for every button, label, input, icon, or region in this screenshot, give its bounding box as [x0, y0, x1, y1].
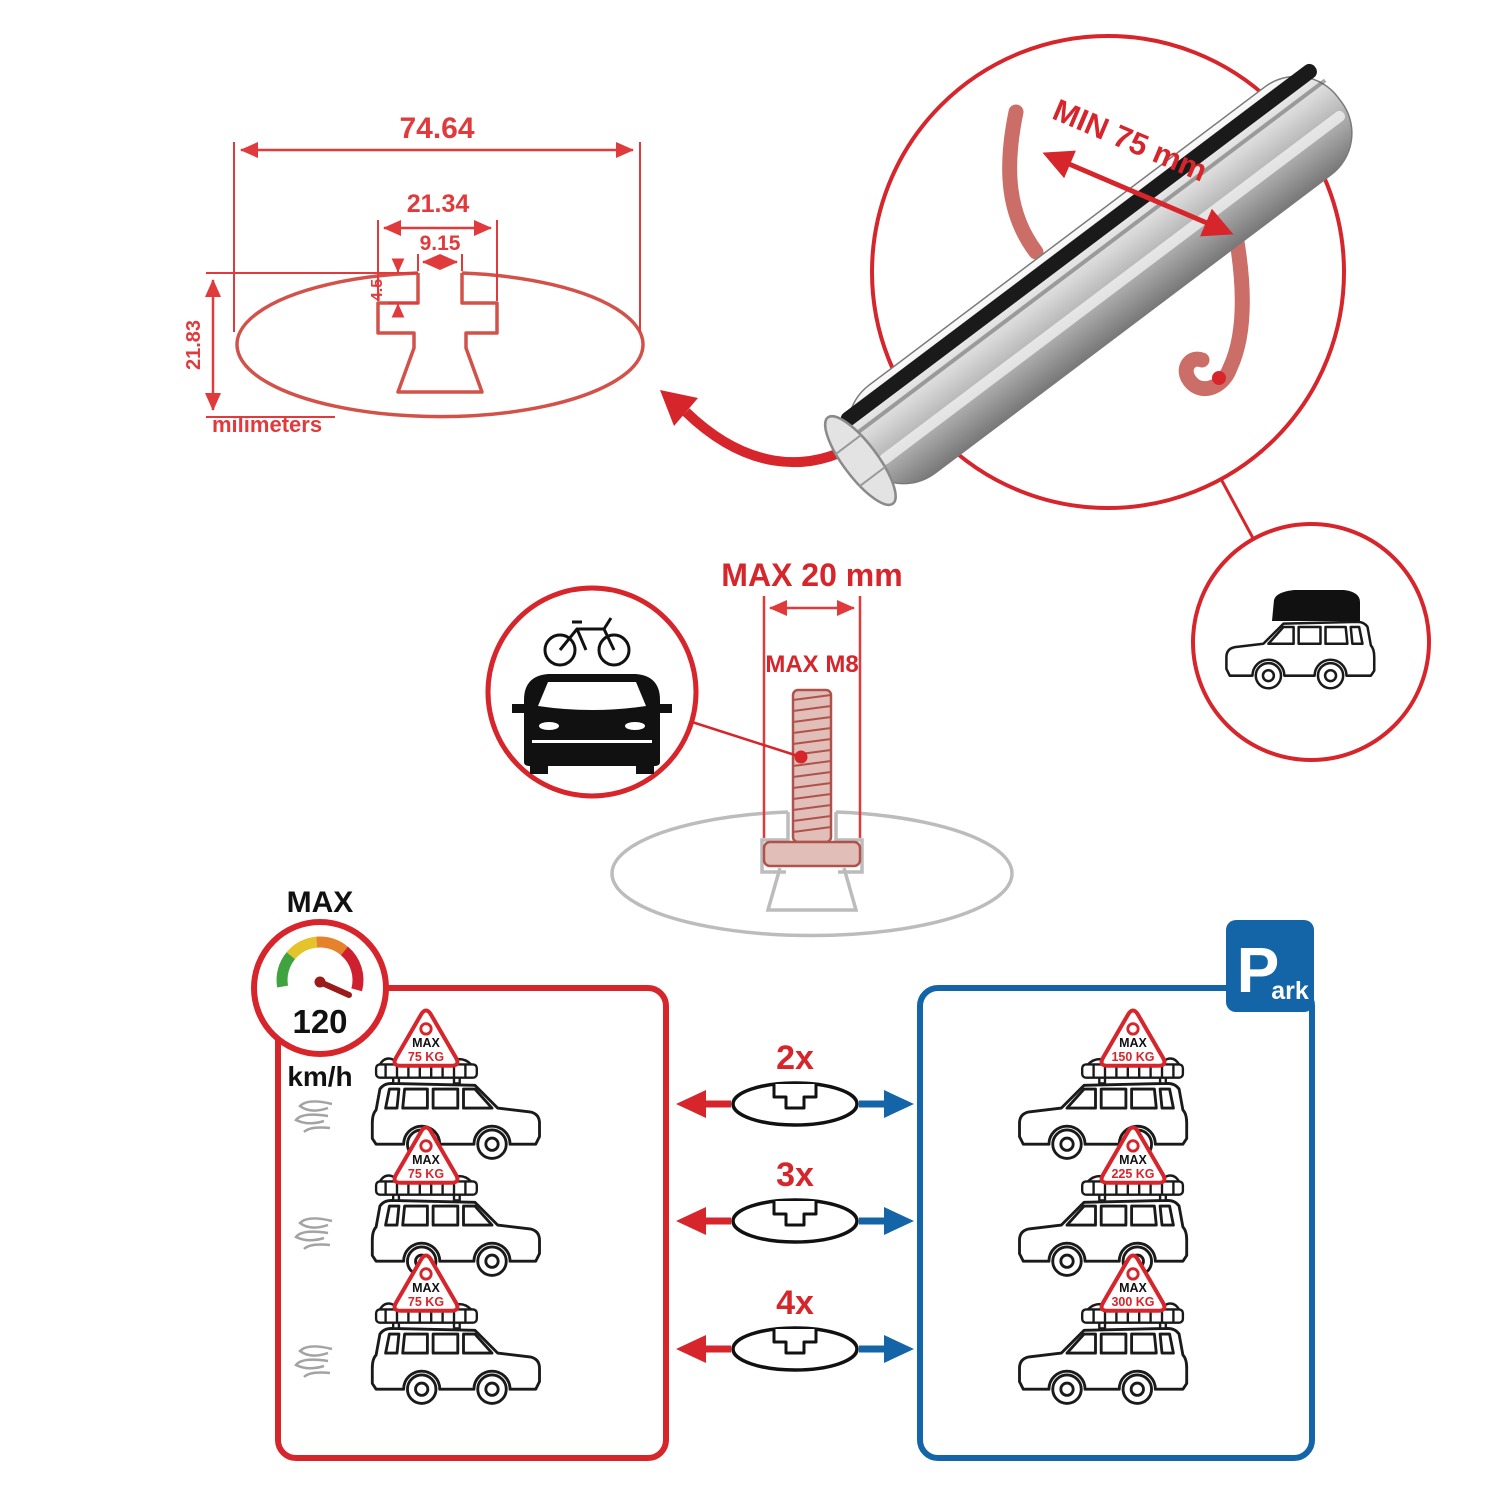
- multiplier-label: 2x: [776, 1039, 814, 1077]
- bicycle-icon: [543, 617, 631, 667]
- circle-connector-line: [1219, 478, 1256, 541]
- bolt-t-head: [762, 840, 862, 868]
- motion-lines-icon: [294, 1217, 334, 1251]
- units-label: milimeters: [212, 412, 322, 437]
- speed-max-label: MAX: [287, 886, 354, 919]
- blue-arrow-head: [884, 1207, 914, 1235]
- crossbar-section-icon: [731, 1081, 859, 1127]
- car-front-icon: [512, 674, 672, 774]
- suv-icon: [1018, 1326, 1189, 1405]
- dim-lip-height-label: 4.5: [369, 279, 386, 301]
- badge-value: 75 KG: [408, 1167, 444, 1181]
- speedometer-pivot: [314, 976, 326, 988]
- dim-channel-width-label: 21.34: [407, 190, 470, 218]
- arrow-head: [660, 390, 698, 426]
- clamp-reference-dot: [1212, 371, 1226, 385]
- min-span-arrow: [1042, 150, 1234, 237]
- multiplier-label: 3x: [776, 1156, 814, 1194]
- t-bolt: [762, 688, 862, 868]
- bolt-diagram: MAX 20 mm MAX M8: [610, 557, 1014, 938]
- ghost-crossbar-ellipse: [610, 810, 1014, 938]
- badge-title: MAX: [412, 1153, 440, 1167]
- suv-icon: [370, 1081, 541, 1160]
- bolt-leader-line: [691, 720, 799, 758]
- bolt-leader-dot: [794, 750, 808, 764]
- dim-total-width-label: 74.64: [399, 112, 474, 145]
- blue-arrow-head: [884, 1335, 914, 1363]
- badge-value: 75 KG: [408, 1050, 444, 1064]
- crossbar-ellipse-outline: [235, 271, 645, 419]
- dim-slot-width-label: 9.15: [420, 232, 461, 255]
- badge-title: MAX: [1119, 1036, 1147, 1050]
- ghost-slot-stem: [765, 867, 859, 912]
- suv-icon: [370, 1326, 541, 1405]
- crossbar-section-icon: [731, 1326, 859, 1372]
- badge-value: 225 KG: [1111, 1167, 1154, 1181]
- parking-letter: P: [1237, 934, 1280, 1006]
- crossbar-section-icon: [731, 1198, 859, 1244]
- vehicle-circle: [1191, 522, 1431, 762]
- speed-limit-badge: MAX 120 km/h: [251, 886, 389, 1092]
- parked-car-row: MAX 300 KG: [1018, 1256, 1189, 1405]
- parked-car-row: MAX 225 KG: [1018, 1128, 1189, 1277]
- suv-icon: [1018, 1081, 1189, 1160]
- blue-arrow-head: [884, 1090, 914, 1118]
- t-slot-profile: [376, 273, 499, 394]
- badge-title: MAX: [412, 1036, 440, 1050]
- roof-box: [1272, 590, 1360, 621]
- driving-panel-border: [275, 985, 669, 1461]
- red-arrow-head: [676, 1090, 706, 1118]
- speed-value: 120: [292, 1003, 347, 1040]
- suv-icon: [1018, 1198, 1189, 1277]
- speed-unit: km/h: [287, 1061, 352, 1092]
- bar-end-webs: [834, 434, 886, 487]
- badge-title: MAX: [1119, 1153, 1147, 1167]
- multiplier-row: 2x: [676, 1039, 914, 1127]
- head-width-label: MAX 20 mm: [721, 557, 902, 593]
- multiplier-row: 3x: [676, 1156, 914, 1244]
- badge-value: 150 KG: [1111, 1050, 1154, 1064]
- driving-car-row: MAX 75 KG: [294, 1128, 541, 1277]
- suv-icon: [370, 1198, 541, 1277]
- parking-suffix: ark: [1271, 977, 1309, 1005]
- red-arrow-head: [676, 1335, 706, 1363]
- parking-sign: P ark: [1226, 920, 1314, 1012]
- driving-car-row: MAX 75 KG: [294, 1011, 541, 1160]
- ghost-slot-profile: [760, 812, 864, 874]
- badge-value: 75 KG: [408, 1295, 444, 1309]
- multiplier-row: 4x: [676, 1284, 914, 1372]
- bolt-threads: [792, 694, 832, 833]
- multiplier-label: 4x: [776, 1284, 814, 1322]
- parking-sign-plate: [1226, 920, 1314, 1012]
- bolt-size-label: MAX M8: [765, 651, 858, 678]
- motion-lines-icon: [294, 1100, 334, 1134]
- bar-end-cap: [823, 414, 897, 507]
- clamp-prong-left: [1002, 104, 1044, 260]
- red-arrow-head: [676, 1207, 706, 1235]
- car-front-circle: [485, 585, 699, 799]
- parking-panel-border: [917, 985, 1315, 1461]
- speedometer-gauge: [276, 936, 364, 992]
- badge-title: MAX: [412, 1281, 440, 1295]
- badge-title: MAX: [1119, 1281, 1147, 1295]
- badge-value: 300 KG: [1111, 1295, 1154, 1309]
- driving-car-row: MAX 75 KG: [294, 1256, 541, 1405]
- crossbar-detail-circle: MIN 75 mm: [823, 34, 1353, 510]
- parked-car-row: MAX 150 KG: [1018, 1011, 1189, 1160]
- motion-lines-icon: [294, 1345, 334, 1379]
- cross-section-diagram: 74.64 21.34 9.15 4.5 21.83 milimeters: [183, 112, 645, 437]
- dim-total-height-label: 21.83: [183, 320, 205, 370]
